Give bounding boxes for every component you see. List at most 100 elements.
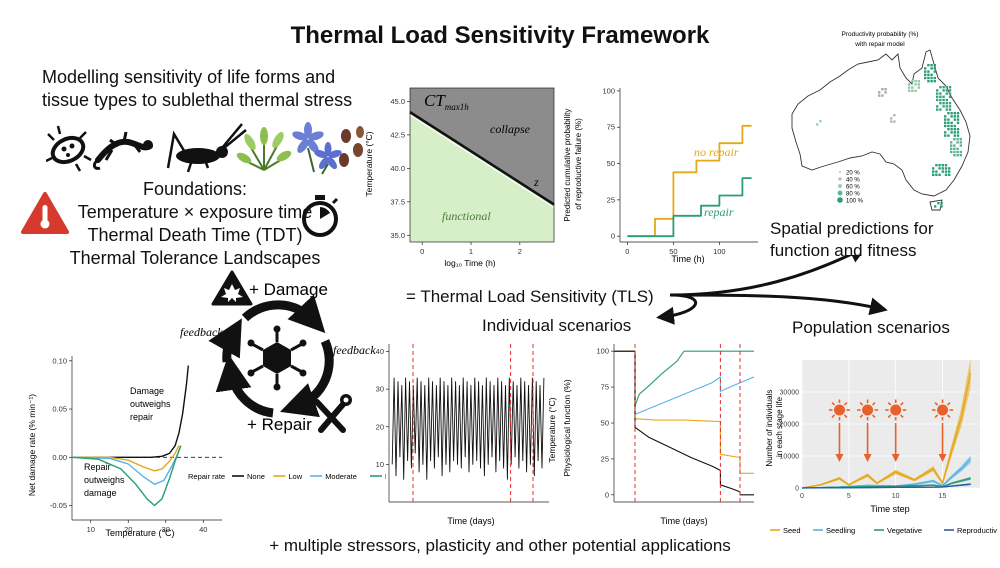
feedback-right-label: feedback [333,343,376,357]
map-cell [945,92,948,95]
map-cell [924,73,927,76]
map-cell [939,92,942,95]
y-tick-label: 50 [601,419,609,428]
map-legend-label: 60 % [846,185,860,191]
y-tick-label: 0.05 [52,405,67,414]
sun-ray [900,414,904,418]
x-tick-label: 0 [625,247,629,256]
map-cell [917,86,920,89]
map-cell [911,86,914,89]
map-cell [956,154,959,157]
ctmax-label: CTmax1h [424,91,469,112]
legend-label-seedling: Seedling [826,526,855,535]
map-legend-label: 100 % [846,199,864,205]
y-tick-label: 0 [611,232,615,241]
y-tick-label: 75 [601,383,609,392]
map-cell [890,120,893,123]
map-cell [938,167,941,170]
map-cell [935,164,938,167]
tdt-line-highlight [409,114,555,208]
map-cell [948,108,952,111]
map-legend-label: 20 % [846,171,860,177]
y-tick-label: 10000 [780,454,800,461]
map-cell [939,95,942,98]
map-cell [935,173,938,176]
y-tick-label: 37.5 [390,197,405,206]
y-tick-label: 25 [601,454,609,463]
legend-label-low: Low [288,472,302,481]
wrench-screwdriver-icon [314,394,352,433]
map-cell [953,131,956,134]
y-tick-label: 30 [376,385,384,394]
map-cell [947,134,950,137]
map-legend-dot [837,197,843,203]
population-ylabel-line-1: Number of individuals [765,390,774,467]
net-damage-xlabel: Temperature (°C) [105,528,174,538]
map-legend-label: 40 % [846,178,860,184]
map-cell [953,147,956,150]
map-cell [936,89,939,92]
map-legend-dot [838,170,842,174]
repair-annotation-line-1: Repair [84,462,111,472]
map-cell [908,86,911,89]
map-cell [924,67,927,70]
failure-ylabel: Predicted cumulative probability of repr… [563,106,583,221]
map-cell [956,118,960,121]
map-cell [945,102,948,105]
explosion-warning-icon [211,270,253,306]
sun-ray [843,402,848,406]
australia-outline [791,49,971,197]
lizard-icon [92,131,153,170]
failure-ylabel-line-1: Predicted cumulative probability [563,109,572,222]
legend-items: NoneLowModerateHigh [232,472,386,481]
map-cell [950,128,953,131]
spatial-line-2: function and fitness [770,241,917,260]
map-cell [948,92,952,95]
map-cell [881,88,884,91]
series-seed-band [801,364,972,489]
tdt-ylabel: Temperature (°C) [364,131,374,196]
map-cell [878,91,881,94]
map-cell [939,98,942,102]
map-cell [947,118,950,121]
map-cell [936,105,939,108]
series-none [72,365,189,459]
map-cell [941,164,944,167]
map-cell [948,105,952,108]
map-cell [927,80,930,83]
map-cell [878,94,881,97]
y-tick-label: 40 [376,347,384,356]
sun-core [833,404,845,416]
map-cell [944,118,947,121]
y-tick-label: 25 [607,195,615,204]
map-cell [930,80,933,83]
x-tick-label: 20 [124,525,132,534]
map-cell [819,120,822,123]
map-cell [944,124,947,128]
map-cell [884,91,887,94]
x-tick-label: 10 [892,493,900,500]
tls-arrows [656,255,888,325]
map-cell [948,95,952,98]
map-cell [959,154,962,157]
australia-map: Productivity probability (%) with repair… [791,31,971,211]
map-cell [914,83,917,86]
molecule-icon [247,325,307,391]
individual-scenarios-label: Individual scenarios [482,316,632,335]
y-tick-label: 20 [376,422,384,431]
map-cell [950,121,953,124]
sun-ray [871,414,876,418]
sun-icon [932,399,954,421]
map-cell [945,98,948,102]
arrow-to-population [669,293,888,316]
map-dots [816,64,962,208]
map-cell [914,89,917,92]
spatial-predictions-label: Spatial predictions for function and fit… [770,218,933,262]
footer-text: + multiple stressors, plasticity and oth… [269,536,731,555]
damage-repair-cycle: + Damage feedback feedback + Repair [180,270,376,434]
